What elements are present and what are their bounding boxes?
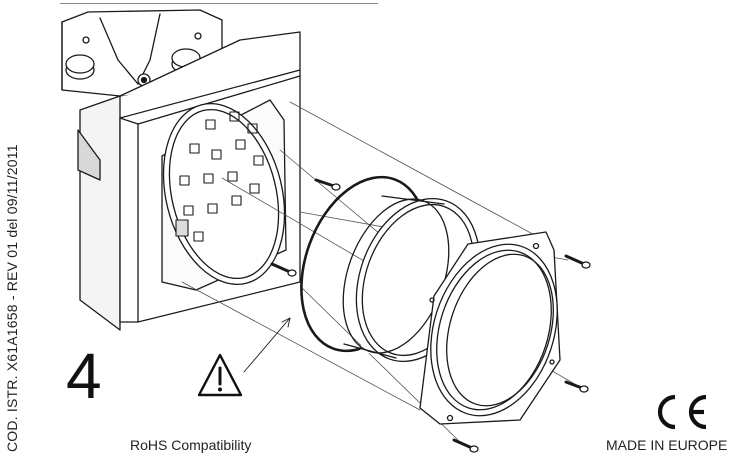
housing-body [77, 31, 301, 331]
connector-pins [175, 111, 264, 242]
warning-triangle-icon [197, 353, 243, 397]
callout-line [243, 317, 291, 373]
front-flange-ring [419, 231, 561, 425]
connector-frame [119, 69, 301, 323]
step-number: 4 [66, 340, 102, 412]
top-rule [60, 3, 378, 4]
ce-mark-icon [657, 394, 707, 430]
rohs-label: RoHS Compatibility [130, 437, 252, 453]
made-in-label: MADE IN EUROPE [606, 437, 728, 453]
